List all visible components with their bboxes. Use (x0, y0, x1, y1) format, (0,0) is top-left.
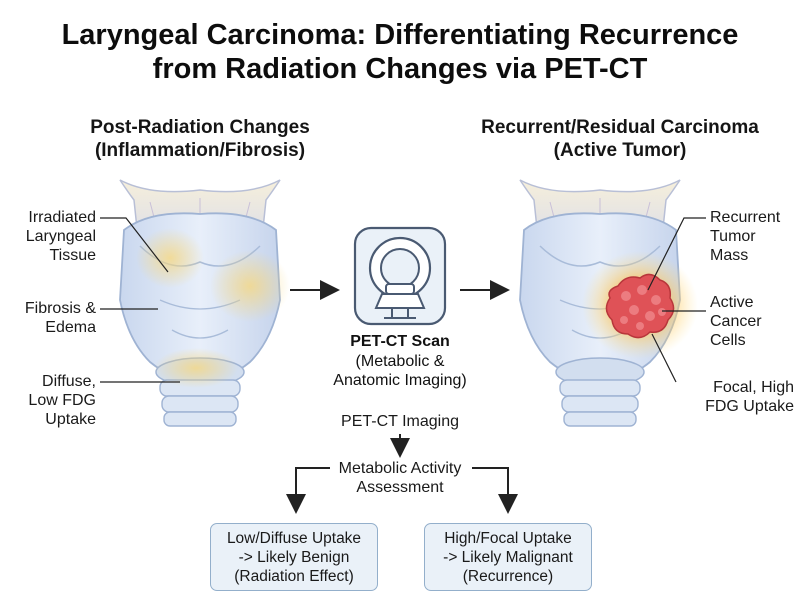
scanner-subtitle: (Metabolic & Anatomic Imaging) (333, 353, 467, 389)
scanner-title: PET-CT Scan (350, 333, 450, 350)
label-irradiated-tissue: Irradiated Laryngeal Tissue (25, 209, 96, 264)
left-heading-line-1: Post-Radiation Changes (90, 117, 310, 138)
outcome-malignant-box: High/Focal Uptake -> Likely Malignant (R… (424, 523, 592, 591)
left-panel-heading: Post-Radiation Changes (Inflammation/Fib… (60, 116, 340, 162)
right-panel-heading: Recurrent/Residual Carcinoma (Active Tum… (480, 116, 760, 162)
right-leader-lines (647, 217, 706, 383)
label-diffuse-low-uptake: Diffuse, Low FDG Uptake (28, 373, 96, 428)
outcome-benign-box: Low/Diffuse Uptake -> Likely Benign (Rad… (210, 523, 378, 591)
flow-step-metabolic-assessment: Metabolic Activity Assessment (338, 460, 462, 496)
larynx-irradiated-illustration (119, 179, 290, 427)
label-active-cancer-cells: Active Cancer Cells (710, 294, 762, 349)
pet-ct-scanner-icon (353, 226, 447, 326)
label-fibrosis-edema: Fibrosis & Edema (24, 300, 96, 336)
label-focal-high-uptake: Focal, High FDG Uptake (705, 379, 794, 415)
title-line-2: from Radiation Changes via PET-CT (152, 53, 648, 85)
right-heading-line-1: Recurrent/Residual Carcinoma (481, 117, 759, 138)
left-leader-lines (100, 217, 180, 383)
title-line-1: Laryngeal Carcinoma: Differentiating Rec… (61, 19, 739, 51)
label-recurrent-tumor-mass: Recurrent Tumor Mass (710, 209, 781, 264)
right-heading-line-2: (Active Tumor) (553, 140, 687, 161)
left-heading-line-2: (Inflammation/Fibrosis) (94, 140, 306, 161)
page-title: Laryngeal Carcinoma: Differentiating Rec… (0, 18, 800, 86)
flow-step-pet-ct-imaging: PET-CT Imaging (341, 413, 459, 430)
larynx-tumor-illustration (519, 179, 698, 427)
flow-connectors (286, 434, 518, 514)
tumor-mass (605, 273, 675, 339)
